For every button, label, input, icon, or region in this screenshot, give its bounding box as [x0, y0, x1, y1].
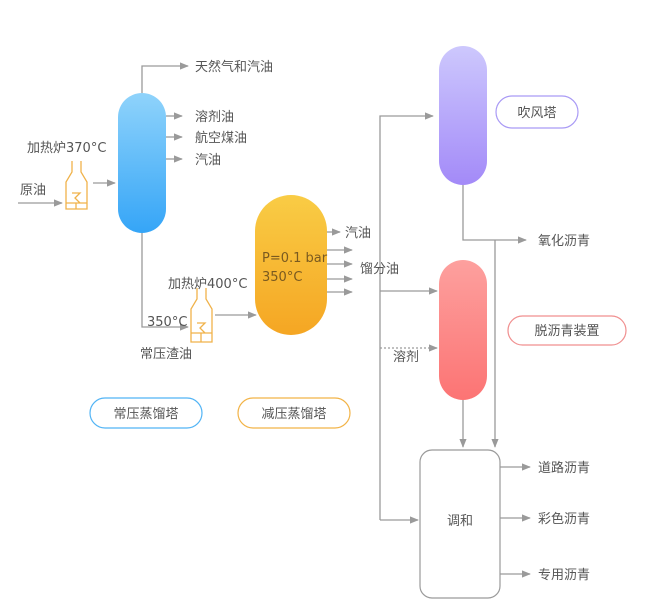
label-distillate: 馏分油	[360, 262, 399, 277]
legend-vacuum	[237, 397, 351, 429]
label-vacuum-temp: 350°C	[262, 270, 302, 285]
legend-atmospheric	[89, 397, 203, 429]
label-solvent: 溶剂	[393, 350, 419, 365]
blowing-tower	[439, 46, 487, 185]
atmospheric-tower	[118, 93, 166, 233]
vacuum-tower	[255, 195, 327, 335]
label-vacuum-pressure: P=0.1 bar	[262, 251, 328, 266]
heater-icon	[190, 288, 213, 343]
label-blending: 调和	[447, 514, 473, 529]
blending-box	[419, 449, 501, 599]
legend-atmospheric-label: 常压蒸馏塔	[113, 407, 178, 422]
label-solvent-oil: 溶剂油	[195, 110, 234, 125]
deasphalting-tag	[507, 315, 627, 346]
label-residue-temp: 350°C	[147, 315, 187, 330]
label-blowing-tower: 吹风塔	[517, 106, 556, 121]
label-gas-and-gasoline: 天然气和汽油	[195, 59, 273, 75]
label-heater1: 加热炉370°C	[27, 141, 106, 156]
deasphalting-tower	[439, 260, 487, 400]
label-road-asphalt: 道路沥青	[538, 460, 590, 476]
label-gasoline-vacuum: 汽油	[345, 226, 371, 241]
label-jet-fuel: 航空煤油	[195, 130, 247, 146]
label-crude-oil: 原油	[20, 183, 46, 198]
label-gasoline: 汽油	[195, 153, 221, 168]
heater-icon	[65, 161, 88, 210]
flow-lines	[18, 62, 531, 578]
legend-vacuum-label: 减压蒸馏塔	[261, 407, 326, 422]
label-oxidized-asphalt: 氧化沥青	[538, 234, 590, 249]
label-special-asphalt: 专用沥青	[538, 568, 590, 583]
blowing-tower-tag	[495, 95, 579, 129]
label-atm-residue: 常压渣油	[140, 347, 192, 362]
label-deasphalting: 脱沥青装置	[534, 324, 599, 339]
label-heater2: 加热炉400°C	[168, 277, 247, 292]
label-color-asphalt: 彩色沥青	[538, 511, 590, 527]
